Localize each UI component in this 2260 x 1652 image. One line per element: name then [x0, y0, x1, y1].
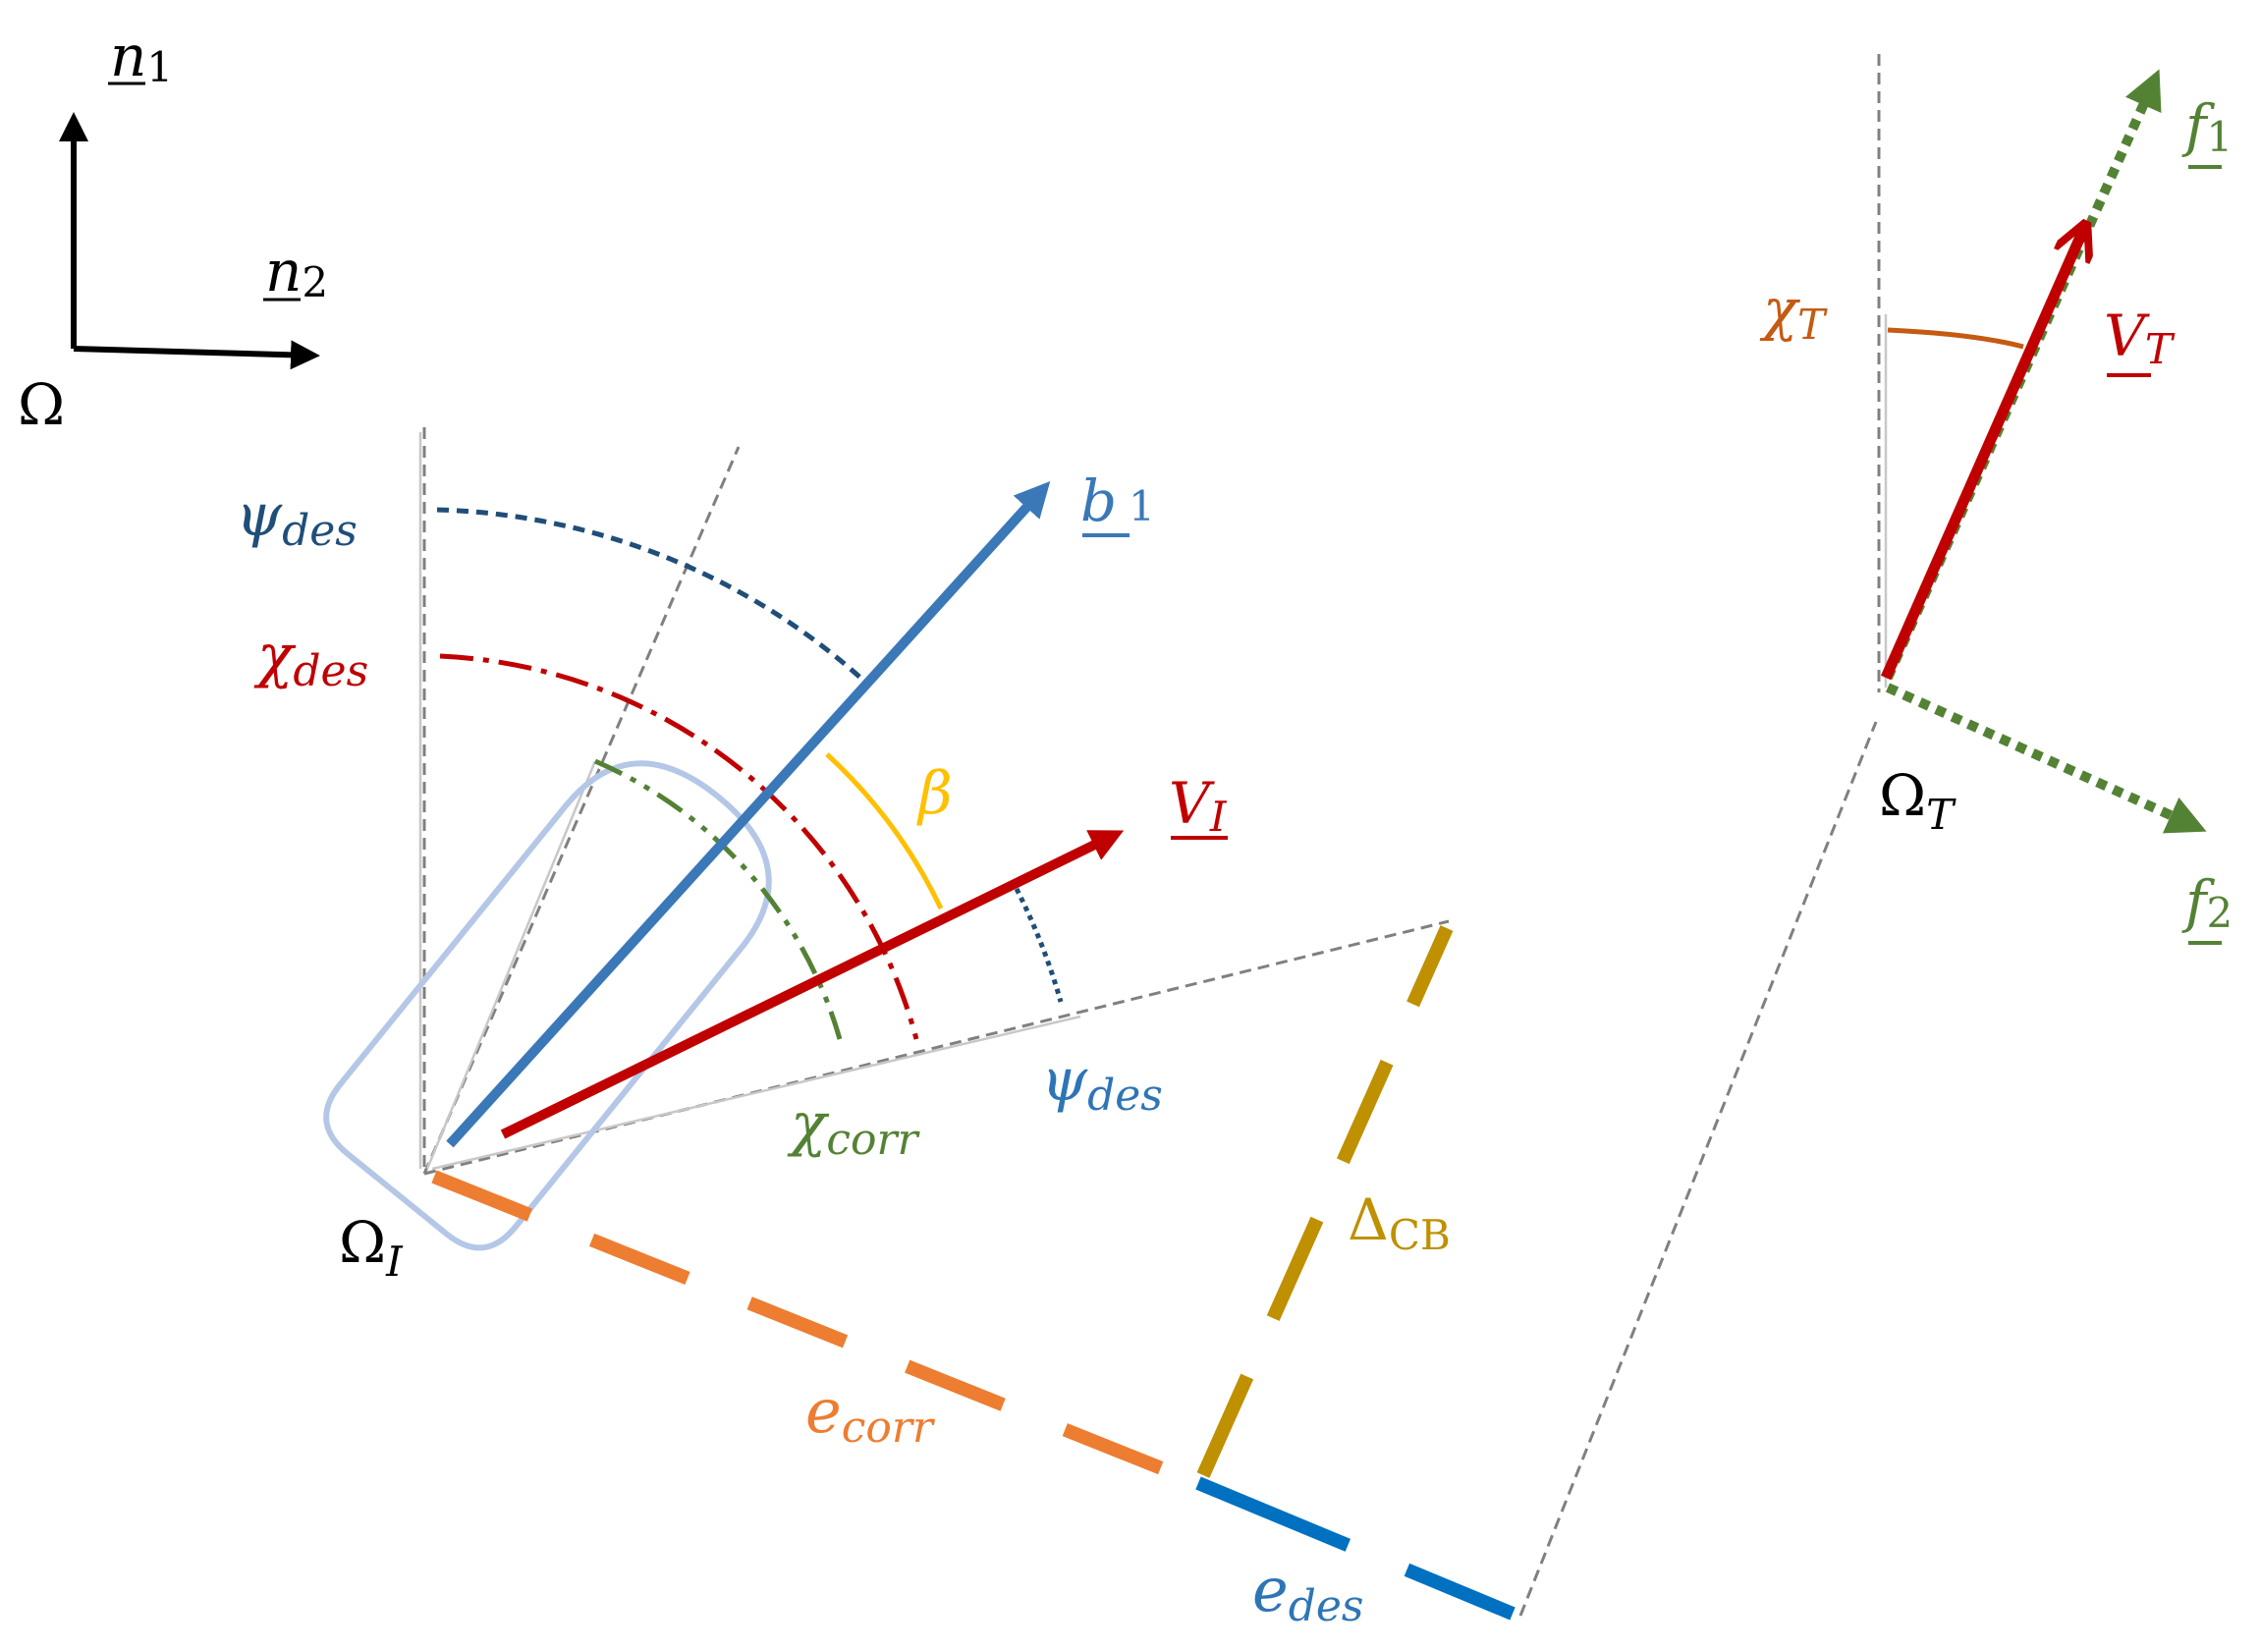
beta-arc [825, 752, 944, 910]
vi-velocity-arrow [500, 830, 1125, 1139]
chi-corr-sub: corr [826, 1115, 920, 1165]
chi-corr-arc [594, 758, 843, 1040]
e-des-segment [1195, 1476, 1516, 1621]
chi-corr-main: χ [787, 1090, 830, 1159]
e-corr-main: e [805, 1375, 842, 1447]
psi-des-top-label: ψdes [236, 481, 358, 556]
f1-sub: 1 [2206, 113, 2232, 161]
psi-des-bottom-main: ψ [1041, 1046, 1088, 1115]
chi-des-main: χ [253, 622, 297, 690]
e-corr-sub: corr [842, 1403, 936, 1453]
psi-des-arc [436, 507, 871, 688]
omega-i-main: Ω [339, 1209, 386, 1276]
n2-label: n2 [265, 238, 328, 306]
psi-des-bottom-label: ψdes [1041, 1046, 1163, 1121]
n2-label-sub: 2 [302, 258, 328, 306]
psi-des-top-sub: des [282, 506, 358, 556]
vessel-outline [424, 895, 669, 1033]
guide-lines [422, 54, 1881, 1617]
chi-corr-label: χcorr [787, 1090, 921, 1165]
vi-label: VI [1169, 770, 1228, 841]
thin-chi-corr-line [425, 760, 597, 1170]
line-of-sight-line [423, 919, 1450, 1176]
delta-cb-segment [1196, 925, 1454, 1478]
e-corr-label: ecorr [805, 1375, 936, 1453]
error-segments [431, 925, 1516, 1621]
f1-label: f1 [2181, 92, 2232, 161]
chi-des-label: χdes [253, 622, 368, 696]
f2-axis-arrow [1885, 683, 2207, 834]
vi-sub: I [1209, 793, 1228, 841]
omega-t-sub: T [1926, 791, 1957, 839]
chi-des-sub: des [293, 646, 368, 696]
chi-t-main: χ [1759, 276, 1800, 343]
delta-cb-sub: CB [1389, 1211, 1451, 1259]
omega-origin-label: Ω [18, 371, 65, 438]
vt-label: VT [2104, 303, 2176, 373]
vt-velocity-arrow [1880, 228, 2084, 681]
b1-main: b [1080, 468, 1117, 534]
vessel-hull [323, 760, 772, 1251]
vi-main: V [1169, 770, 1215, 837]
vt-sub: T [2145, 325, 2176, 373]
e-des-main: e [1252, 1554, 1289, 1625]
e-corr-segment [431, 1170, 1201, 1490]
b1-sub: 1 [1129, 482, 1155, 530]
e-des-label: edes [1252, 1554, 1364, 1631]
e-des-sub: des [1289, 1581, 1364, 1631]
f2-sub: 2 [2206, 889, 2232, 937]
inertial-frame [59, 82, 320, 370]
chi-t-sub: T [1797, 301, 1828, 349]
chi-t-arc [1887, 327, 2024, 350]
n2-label-main: n [265, 238, 302, 304]
omega-i-label: ΩI [339, 1209, 404, 1286]
target-frame [1880, 69, 2222, 945]
delta-cb-label: ΔCB [1348, 1186, 1451, 1259]
thin-los-line [431, 1015, 1081, 1171]
target-connector-line [1518, 721, 1878, 1617]
omega-t-main: Ω [1879, 762, 1926, 829]
omega-i-sub: I [385, 1238, 404, 1286]
vessel-outline-group [323, 760, 772, 1251]
light-guide-lines [418, 314, 1888, 1171]
beta-label: β [916, 759, 953, 828]
psi-des-small-arc [1014, 887, 1064, 1003]
psi-des-bottom-sub: des [1087, 1071, 1163, 1121]
b1-body-axis-arrow [446, 480, 1051, 1148]
omega-t-label: ΩT [1879, 762, 1957, 839]
n2-axis-arrow [73, 340, 320, 370]
psi-des-top-main: ψ [236, 481, 283, 550]
delta-cb-main: Δ [1348, 1186, 1389, 1253]
n1-label-main: n [110, 23, 146, 89]
n1-label-sub: 1 [146, 43, 173, 91]
beta-main: β [916, 759, 953, 828]
chi-t-label: χT [1759, 276, 1828, 349]
n1-label: n1 [110, 23, 173, 91]
f2-label: f2 [2181, 868, 2232, 937]
omega-origin-main: Ω [18, 371, 65, 438]
angle-arcs [436, 507, 1064, 1040]
vt-main: V [2104, 303, 2150, 369]
